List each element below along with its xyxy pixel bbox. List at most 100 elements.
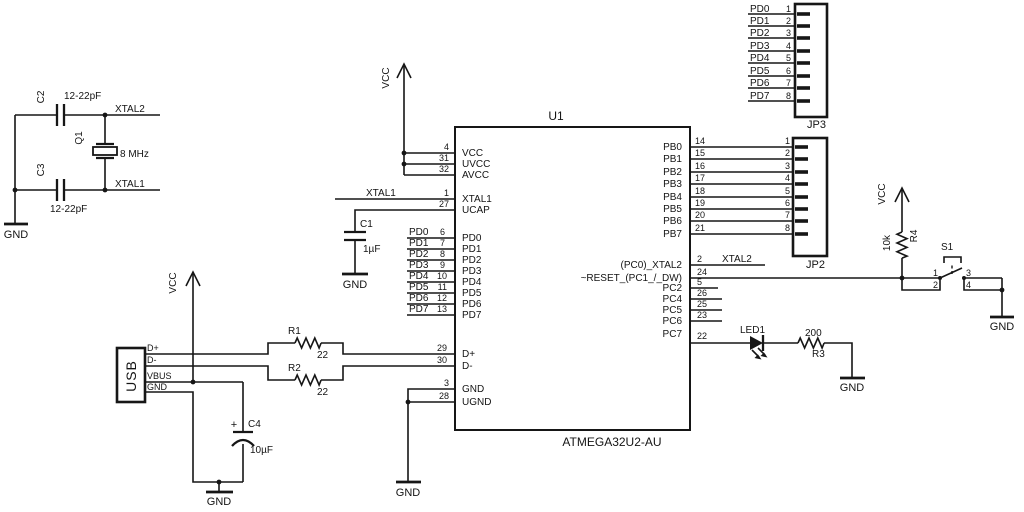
usb-section: USB D+ D- VBUS GND R1 22 R2 22 VCC + C4 …: [115, 270, 455, 508]
net-label: PD0: [409, 227, 429, 238]
jp3-connector: PD0 1 PD1 2 PD2 3 PD3 4 PD4 5 PD5 6 PD6 …: [748, 2, 829, 131]
pin-number: 3: [444, 378, 449, 388]
pin-name: UVCC: [462, 159, 490, 170]
pin-number: 2: [786, 16, 791, 26]
gnd-label: GND: [343, 279, 368, 291]
pin-number: 30: [437, 355, 447, 365]
c4-plus: +: [231, 419, 237, 431]
usb-pin-dm: D-: [147, 355, 157, 365]
q1-value: 8 MHz: [120, 149, 149, 160]
q1-ref: Q1: [74, 131, 85, 145]
vcc-symbol-u1: VCC: [381, 62, 455, 176]
net-label: PD3: [750, 41, 770, 52]
connector-pin-number: 7: [785, 210, 790, 220]
led-arrowhead: [760, 352, 768, 358]
pin-number: 17: [695, 173, 705, 183]
net-label: PD4: [409, 271, 429, 282]
pin-number: 15: [695, 148, 705, 158]
switch-lever: [939, 267, 963, 279]
connector-pin-number: 3: [785, 161, 790, 171]
pin-number: 26: [697, 288, 707, 298]
pin-number: 25: [697, 299, 707, 309]
net-label: PD5: [409, 282, 429, 293]
wire: [690, 342, 853, 378]
led1-ref: LED1: [740, 325, 765, 336]
wire: [354, 209, 455, 274]
crystal-plates: [96, 142, 114, 160]
net-label: PD4: [750, 53, 770, 64]
pin-number: 31: [439, 153, 449, 163]
s1-pin1: 1: [933, 268, 938, 278]
resistor-r4: [894, 190, 910, 278]
r2-value: 22: [317, 387, 329, 398]
pin-name: ~RESET_(PC1_/_DW): [581, 273, 682, 284]
net-label-xtal1: XTAL1: [366, 188, 396, 199]
r3-value: 200: [805, 328, 822, 339]
pin-number: 1: [786, 4, 791, 14]
pin-name: PD0: [462, 233, 482, 244]
pin-name: PD3: [462, 266, 482, 277]
net-label-xtal1: XTAL1: [115, 179, 145, 190]
pin-name: PB2: [663, 167, 682, 178]
gnd-label: GND: [990, 321, 1015, 333]
c3-value: 12-22pF: [50, 204, 87, 215]
vcc-label: VCC: [168, 272, 179, 293]
pin-name: PB5: [663, 204, 682, 215]
switch-contact: [938, 276, 942, 280]
gnd-label: GND: [396, 487, 421, 499]
vcc-label: VCC: [381, 67, 392, 88]
pin-number: 9: [440, 260, 445, 270]
jp3-pin-stubs: [797, 12, 810, 103]
pin-number: 24: [697, 267, 707, 277]
r1-ref: R1: [288, 326, 301, 337]
capacitor-c2-plates: [55, 104, 66, 126]
pin-number: 7: [786, 78, 791, 88]
r2-ref: R2: [288, 363, 301, 374]
pin-name: UCAP: [462, 205, 490, 216]
pin-name: PD2: [462, 255, 482, 266]
pin-number: 19: [695, 198, 705, 208]
vcc-arrow-icon: [894, 186, 910, 203]
pin-name: D+: [462, 349, 475, 360]
capacitor-c3-plates: [55, 179, 66, 201]
r3-ref: R3: [812, 349, 825, 360]
net-label: PD1: [409, 238, 429, 249]
pin-number: 3: [786, 28, 791, 38]
net-label-xtal2: XTAL2: [722, 254, 752, 265]
pin-number: 28: [439, 391, 449, 401]
s1-switch: S1 1 2 3 4: [901, 242, 1003, 317]
pin-name: PC7: [663, 329, 683, 340]
pin-name: GND: [462, 384, 484, 395]
pin-name: XTAL1: [462, 194, 492, 205]
net-label: PD7: [409, 304, 429, 315]
u1-part-number: ATMEGA32U2-AU: [562, 435, 661, 449]
u1-mcu: U1 ATMEGA32U2-AU VCC 4 VCC 31 UVCC 32 AV…: [335, 62, 793, 499]
pin-name: PC2: [663, 283, 683, 294]
pin-number: 10: [437, 271, 447, 281]
pin-number: 21: [695, 223, 705, 233]
pin-name: PC6: [663, 316, 683, 327]
pin-name: UGND: [462, 397, 491, 408]
c2-ref: C2: [36, 90, 47, 103]
led-arrowhead: [754, 354, 762, 360]
jp3-body: [793, 2, 829, 119]
wire: [407, 237, 455, 316]
capacitor-c1-plates: [344, 230, 366, 242]
net-label: PD6: [409, 293, 429, 304]
pin-number: 16: [695, 161, 705, 171]
net-label: PD2: [750, 28, 770, 39]
s1-pin2: 2: [933, 280, 938, 290]
pin-number: 2: [697, 254, 702, 264]
jp2-pin-stubs: [795, 145, 808, 236]
junction-dots: [12, 112, 1005, 485]
connector-pin-number: 1: [785, 136, 790, 146]
connector-pin-number: 8: [785, 223, 790, 233]
s1-ref: S1: [941, 242, 954, 253]
r1-value: 22: [317, 350, 329, 361]
connector-pin-number: 4: [785, 173, 790, 183]
wire: [963, 277, 1003, 317]
u1-gnd: GND: [396, 388, 455, 499]
c2-value: 12-22pF: [64, 91, 101, 102]
